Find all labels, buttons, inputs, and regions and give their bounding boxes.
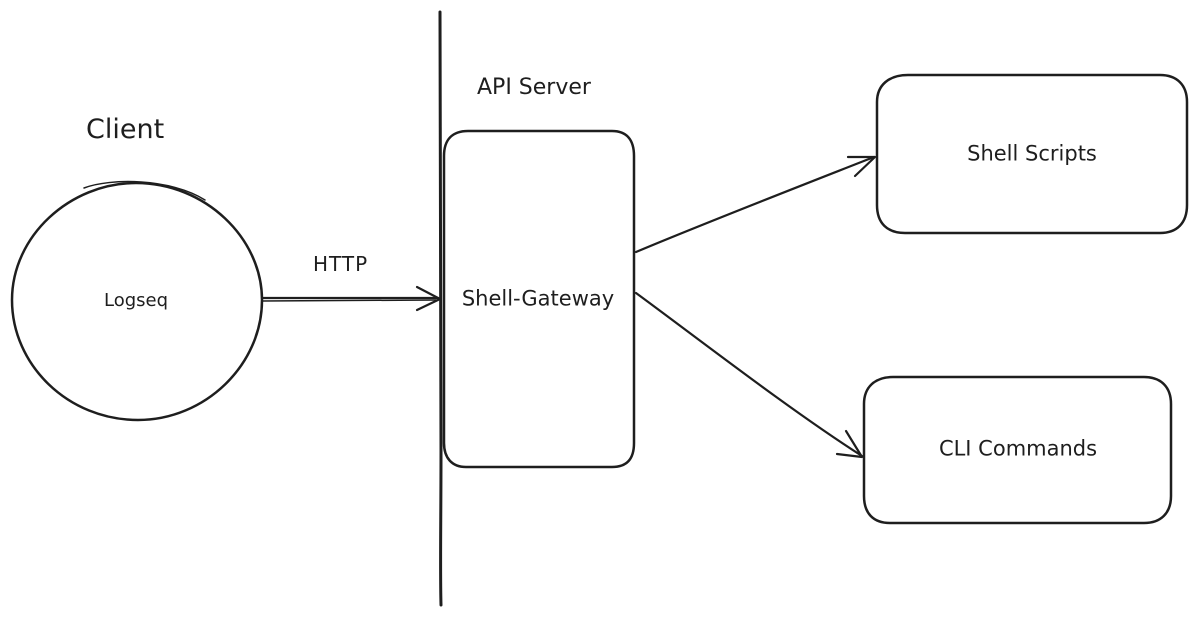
cli-commands-box [862,375,1173,525]
shell-scripts-box [875,73,1189,235]
gateway-box [442,129,636,469]
http-arrow-line-sketch [261,299,437,302]
scripts-arrow-line [634,155,876,254]
http-protocol-label: HTTP [313,252,369,276]
cli-commands-node-label: CLI Commands [938,436,1098,461]
client-title: Client [86,114,165,145]
network-boundary-line [438,10,443,607]
logseq-node-label: Logseq [103,290,169,311]
gateway-node-label: Shell-Gateway [461,286,615,311]
cli-arrow-head [835,429,864,459]
cli-arrow-line [634,291,864,458]
logseq-circle-sketch-stroke [83,180,206,201]
logseq-circle [10,181,264,422]
scripts-arrow-head [846,155,877,178]
shell-scripts-node-label: Shell Scripts [967,141,1097,166]
http-arrow-head [415,285,442,312]
api-server-title: API Server [477,75,591,100]
